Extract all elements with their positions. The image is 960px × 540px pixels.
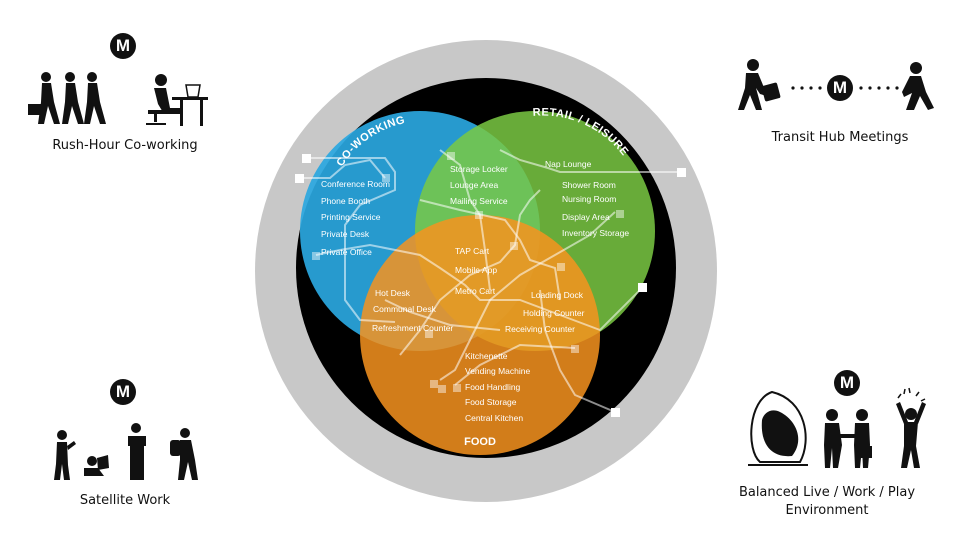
overlap-rt-fd-item: Loading Dock (531, 290, 584, 300)
retail-item: Nap Lounge (545, 159, 592, 169)
balanced-label-line1: Balanced Live / Work / Play (738, 485, 916, 500)
center-item: Metro Cart (455, 286, 496, 296)
satellite-work-label: Satellite Work (79, 493, 171, 508)
coworking-item: Private Office (321, 247, 372, 257)
coworking-item: Printing Service (321, 212, 381, 222)
center-item: TAP Cart (455, 246, 490, 256)
overlap-cw-fd-item: Refreshment Counter (372, 323, 453, 333)
retail-item: Nursing Room (562, 194, 616, 204)
food-item: Vending Machine (465, 366, 530, 376)
desk-worker-icon (146, 74, 208, 126)
phone-user-icon (54, 430, 76, 480)
food-item: Food Handling (465, 382, 521, 392)
overlap-cw-fd-item: Communal Desk (373, 304, 437, 314)
metro-icon: M (110, 379, 136, 405)
celebrating-person-icon (896, 387, 926, 468)
retail-item: Shower Room (562, 180, 616, 190)
commuters-icon (28, 72, 106, 124)
network-nodes (295, 154, 686, 417)
network-lines (300, 149, 680, 413)
podium-icon (128, 423, 146, 480)
network-nodes-muted (312, 152, 624, 393)
transit-hub-label: Transit Hub Meetings (771, 130, 909, 145)
overlap-cw-rt-item: Mailing Service (450, 196, 508, 206)
dotted-connector (791, 86, 899, 90)
walking-person-icon (902, 62, 934, 110)
traveler-with-luggage-icon (738, 59, 781, 110)
center-item: Mobile App (455, 265, 497, 275)
backpacker-icon (170, 428, 198, 480)
laptop-user-icon (84, 455, 109, 476)
coworking-item: Private Desk (321, 229, 370, 239)
handshake-icon (824, 409, 872, 468)
overlap-rt-fd-item: Receiving Counter (505, 324, 575, 334)
coworking-item: Phone Booth (321, 196, 370, 206)
coworking-item: Conference Room (321, 179, 390, 189)
metro-icon: M (110, 33, 136, 59)
balanced-label-line2: Environment (785, 503, 869, 518)
food-circle (360, 215, 600, 455)
metro-icon: M (834, 370, 860, 396)
overlap-rt-fd-item: Holding Counter (523, 308, 585, 318)
overlap-cw-fd-item: Hot Desk (375, 288, 411, 298)
food-item: Food Storage (465, 397, 517, 407)
balanced-label: Balanced Live / Work / Play Environment (722, 484, 932, 520)
overlap-cw-rt-item: Lounge Area (450, 180, 498, 190)
retail-item: Inventory Storage (562, 228, 629, 238)
food-item: Kitchenette (465, 351, 508, 361)
overlap-cw-rt-item: Storage Locker (450, 164, 508, 174)
metro-icon: M (827, 75, 853, 101)
food-item: Central Kitchen (465, 413, 523, 423)
retail-item: Display Area (562, 212, 610, 222)
food-title: FOOD (464, 436, 496, 448)
rush-hour-label: Rush-Hour Co-working (52, 138, 198, 153)
hanging-chair-icon (748, 390, 808, 466)
